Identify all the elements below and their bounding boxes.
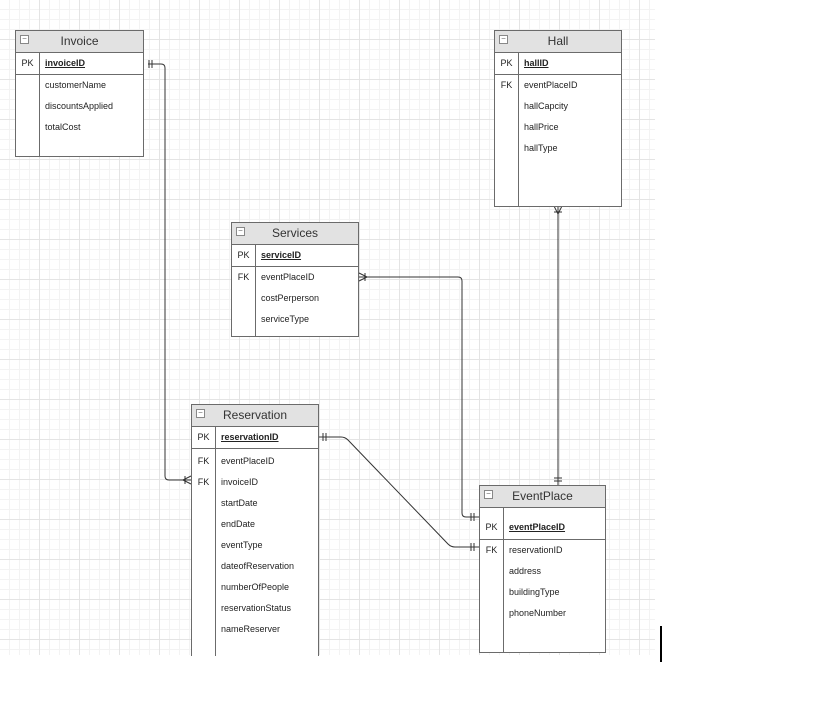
field-name: phoneNumber [509,608,567,618]
entity-header[interactable]: − EventPlace [480,486,605,508]
field-row[interactable]: buildingType [480,582,605,603]
entity-title: Services [271,226,318,240]
key-label: FK [197,477,210,487]
pk-row[interactable]: PK eventPlaceID [480,516,605,540]
entity-invoice[interactable]: − Invoice PK invoiceID customerName disc… [15,30,144,157]
key-label: FK [500,80,513,90]
field-row[interactable]: customerName [16,75,143,96]
key-label: PK [21,58,34,68]
entity-hall[interactable]: − Hall PK hallID FK eventPlaceID hallCapc… [494,30,622,207]
field-name: hallID [524,58,549,68]
entity-header[interactable]: − Hall [495,31,621,53]
key-label: FK [485,545,498,555]
field-name: buildingType [509,587,560,597]
entity-header[interactable]: − Invoice [16,31,143,53]
field-row[interactable]: discountsApplied [16,96,143,117]
key-column-divider [255,244,256,336]
key-label: PK [485,522,498,532]
field-row[interactable]: FK eventPlaceID [192,451,318,472]
field-row[interactable]: totalCost [16,117,143,138]
key-column-divider [503,507,504,652]
field-row[interactable]: serviceType [232,309,358,330]
field-name: eventPlaceID [261,272,315,282]
field-name: eventPlaceID [509,522,566,532]
key-column-divider [39,52,40,156]
field-row[interactable]: FK eventPlaceID [495,75,621,96]
field-name: hallCapcity [524,101,569,111]
field-name: invoiceID [45,58,86,68]
pk-row[interactable]: PK reservationID [192,427,318,449]
field-name: startDate [221,498,258,508]
key-column-divider [518,52,519,206]
pk-row[interactable]: PK serviceID [232,245,358,267]
field-name: reservationStatus [221,603,292,613]
field-name: invoiceID [221,477,259,487]
field-row[interactable]: hallPrice [495,117,621,138]
field-row[interactable]: startDate [192,493,318,514]
entity-header[interactable]: − Services [232,223,358,245]
pk-row[interactable]: PK hallID [495,53,621,75]
field-row[interactable]: dateofReservation [192,556,318,577]
entity-title: Invoice [60,34,99,48]
field-row[interactable]: eventType [192,535,318,556]
text-cursor [660,626,662,662]
field-name: reservationID [509,545,563,555]
field-name: dateofReservation [221,561,295,571]
field-row[interactable]: numberOfPeople [192,577,318,598]
field-name: discountsApplied [45,101,114,111]
field-name: nameReserver [221,624,281,634]
field-row[interactable]: FK reservationID [480,540,605,561]
entity-title: EventPlace [512,489,573,503]
minus-box-icon[interactable]: − [499,35,508,44]
field-name: hallPrice [524,122,559,132]
entity-reservation[interactable]: − Reservation PK reservationID FK eventPl… [191,404,319,656]
field-row[interactable]: reservationStatus [192,598,318,619]
key-column-divider [215,426,216,656]
entity-services[interactable]: − Services PK serviceID FK eventPlaceID c… [231,222,359,337]
field-row[interactable]: hallType [495,138,621,159]
key-label: FK [197,456,210,466]
field-row[interactable]: phoneNumber [480,603,605,624]
field-name: eventPlaceID [221,456,275,466]
entity-header[interactable]: − Reservation [192,405,318,427]
field-name: serviceID [261,250,302,260]
minus-box-icon[interactable]: − [484,490,493,499]
key-label: PK [237,250,250,260]
field-row[interactable]: address [480,561,605,582]
field-row[interactable]: nameReserver [192,619,318,640]
field-name: totalCost [45,122,81,132]
field-name: serviceType [261,314,310,324]
key-label: PK [197,432,210,442]
key-label: PK [500,58,513,68]
entity-title: Hall [547,34,569,48]
entity-title: Reservation [222,408,288,422]
field-row[interactable]: hallCapcity [495,96,621,117]
field-name: address [509,566,542,576]
field-row[interactable]: costPerperson [232,288,358,309]
field-name: eventType [221,540,263,550]
minus-box-icon[interactable]: − [20,35,29,44]
minus-box-icon[interactable]: − [236,227,245,236]
field-name: endDate [221,519,256,529]
pk-row[interactable]: PK invoiceID [16,53,143,75]
field-name: hallType [524,143,558,153]
field-name: costPerperson [261,293,320,303]
minus-box-icon[interactable]: − [196,409,205,418]
entity-eventplace[interactable]: − EventPlace PK eventPlaceID FK reservati… [479,485,606,653]
field-name: eventPlaceID [524,80,578,90]
field-name: reservationID [221,432,279,442]
key-label: FK [237,272,250,282]
field-row[interactable]: FK invoiceID [192,472,318,493]
field-name: customerName [45,80,107,90]
field-row[interactable]: FK eventPlaceID [232,267,358,288]
field-name: numberOfPeople [221,582,290,592]
field-row[interactable]: endDate [192,514,318,535]
